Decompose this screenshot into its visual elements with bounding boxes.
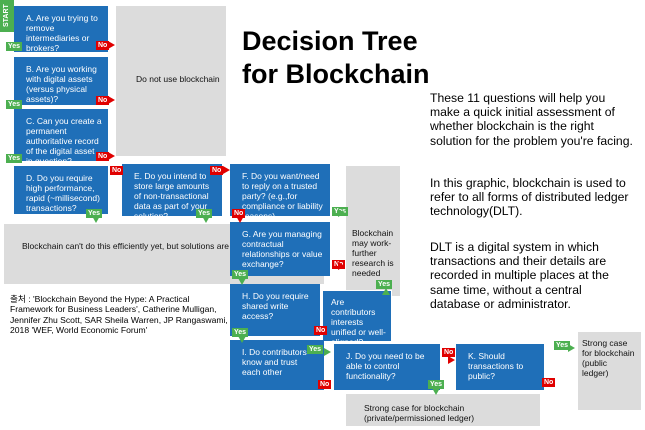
arrow-h-yes bbox=[238, 336, 246, 343]
question-j: J. Do you need to be able to control fun… bbox=[334, 344, 440, 390]
question-b: B. Are you working with digital assets (… bbox=[14, 57, 108, 105]
no-tag-c: No bbox=[96, 152, 110, 161]
no-tag-a: No bbox=[96, 41, 110, 50]
description-scope: In this graphic, blockchain is used to r… bbox=[430, 176, 629, 219]
yes-tag-h: Yes bbox=[232, 328, 249, 337]
no-tag-e: No bbox=[210, 166, 224, 175]
diagram-title-line2: for Blockchain bbox=[242, 59, 430, 89]
no-tag-b: No bbox=[96, 96, 110, 105]
question-f: F. Do you want/need to reply on a truste… bbox=[230, 164, 330, 221]
arrow-e-no bbox=[223, 166, 230, 174]
question-a: A. Are you trying to remove intermediari… bbox=[14, 6, 108, 53]
arrow-c-no bbox=[108, 152, 115, 160]
arrow-j-yes bbox=[432, 388, 440, 395]
no-tag-f: No bbox=[232, 209, 246, 218]
no-tag-h: No bbox=[314, 326, 328, 335]
yes-tag-g: Yes bbox=[232, 270, 249, 279]
outcome-may-work: Blockchain may work-further research is … bbox=[346, 166, 400, 296]
question-contributors-interests: Are contributors interests unified or we… bbox=[322, 290, 392, 347]
start-marker: START bbox=[0, 0, 14, 32]
yes-tag-e: Yes bbox=[196, 209, 213, 218]
yes-tag-d: Yes bbox=[86, 209, 103, 218]
yes-tag-c: Yes bbox=[6, 154, 23, 163]
arrow-g-yes bbox=[238, 278, 246, 285]
outcome-strong-private: Strong case for blockchain (private/perm… bbox=[346, 394, 540, 426]
yes-tag-k: Yes bbox=[554, 341, 571, 350]
arrow-k-yes bbox=[568, 344, 575, 352]
yes-tag-i: Yes bbox=[307, 345, 324, 354]
yes-tag-j: Yes bbox=[428, 380, 445, 389]
no-tag-i: No bbox=[318, 380, 332, 389]
description-dlt: DLT is a digital system in which transac… bbox=[430, 240, 609, 311]
question-c: C. Can you create a permanent authoritat… bbox=[14, 109, 108, 166]
question-h: H. Do you require shared write access? bbox=[230, 284, 320, 336]
question-g: G. Are you managing contractual relation… bbox=[230, 222, 330, 276]
outcome-do-not-use: Do not use blockchain bbox=[116, 6, 226, 156]
arrow-j-no bbox=[448, 356, 455, 364]
no-tag-j: No bbox=[442, 348, 456, 357]
no-tag-k: No bbox=[542, 378, 556, 387]
yes-tag-contributors: Yes bbox=[376, 280, 393, 289]
question-e: E. Do you intend to store large amounts … bbox=[122, 164, 222, 221]
description-intro: These 11 questions will help you make a … bbox=[430, 91, 633, 148]
arrow-f-yes bbox=[338, 209, 345, 217]
arrow-g-no bbox=[338, 262, 345, 270]
arrow-f-no bbox=[236, 216, 244, 223]
question-d: D. Do you require high performance, rapi… bbox=[14, 166, 108, 214]
question-k: K. Should transactions to public? bbox=[456, 344, 544, 390]
arrow-e-yes bbox=[202, 216, 210, 223]
yes-tag-b: Yes bbox=[6, 100, 23, 109]
arrow-a-no bbox=[108, 41, 115, 49]
source-citation: 출처 : 'Blockchain Beyond the Hype: A Prac… bbox=[10, 294, 228, 336]
no-tag-d: No bbox=[110, 166, 124, 175]
diagram-title-line1: Decision Tree bbox=[242, 26, 418, 56]
yes-tag-a: Yes bbox=[6, 42, 23, 51]
arrow-b-no bbox=[108, 96, 115, 104]
arrow-contributors-yes bbox=[382, 288, 390, 295]
arrow-i-yes bbox=[324, 348, 331, 356]
arrow-d-yes bbox=[92, 216, 100, 223]
outcome-strong-public: Strong case for blockchain (public ledge… bbox=[578, 332, 641, 410]
